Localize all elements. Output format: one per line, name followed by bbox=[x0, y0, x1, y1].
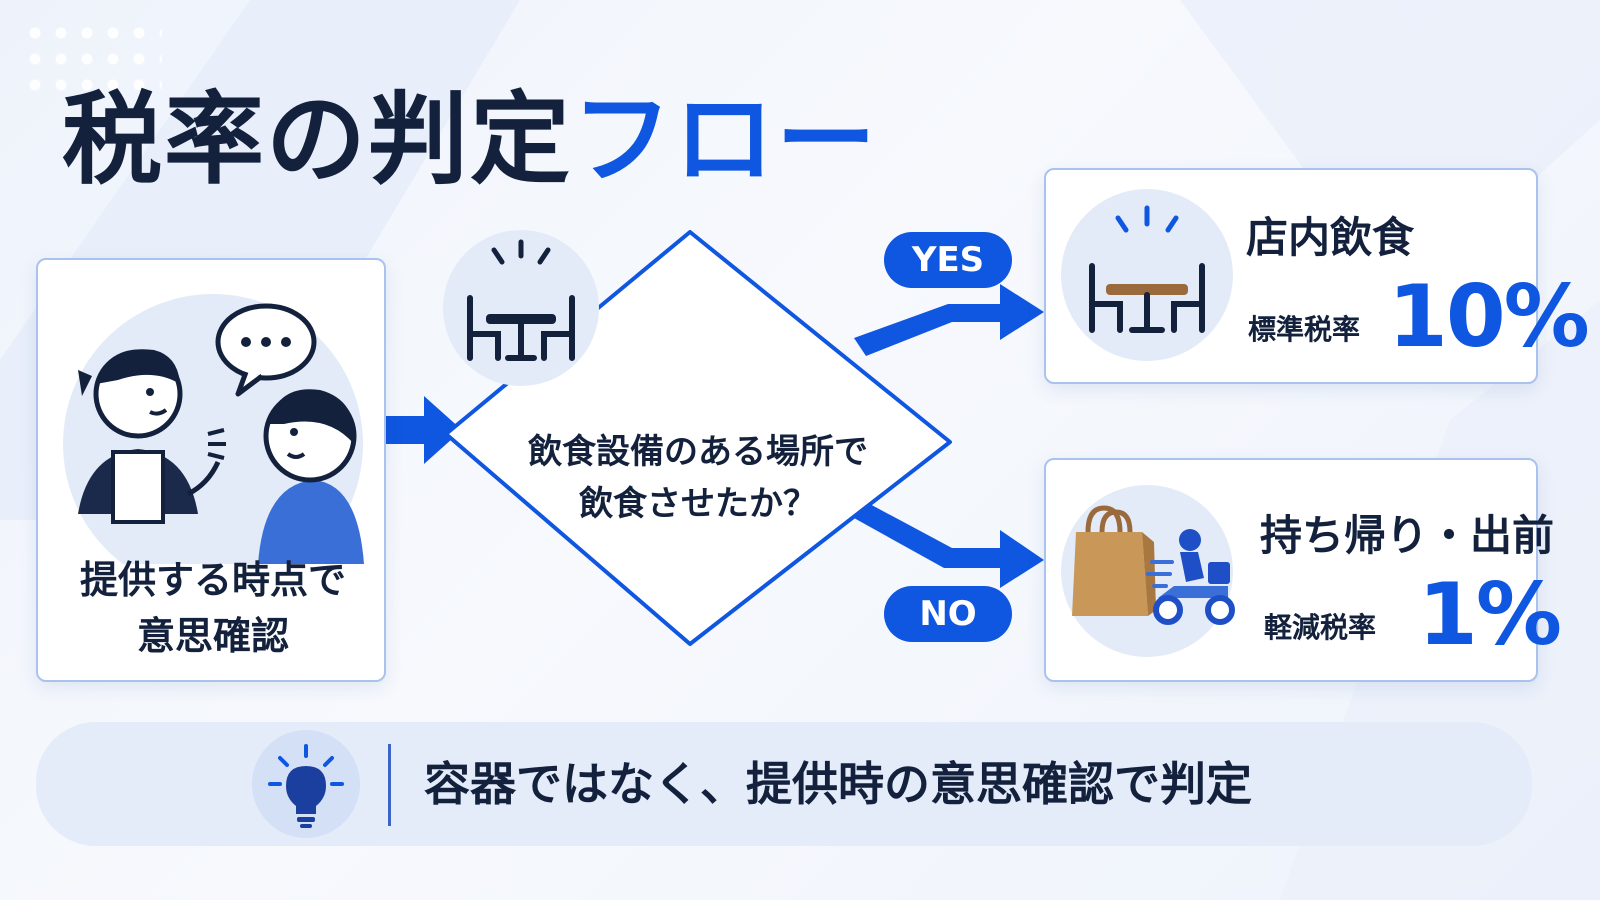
no-label: NO bbox=[884, 586, 1012, 642]
title-accent: フロー bbox=[572, 81, 878, 198]
result-card-dine-in: 店内飲食 標準税率 10% bbox=[1044, 168, 1590, 384]
footer-text: 容器ではなく、提供時の意思確認で判定 bbox=[424, 757, 1252, 811]
decision-question: 飲食設備のある場所で 飲食させたか？ bbox=[440, 426, 956, 530]
result-title-dine-in: 店内飲食 bbox=[1246, 213, 1415, 262]
rate-value-reduced: 1% bbox=[1418, 565, 1562, 665]
result-title-takeout: 持ち帰り・出前 bbox=[1260, 511, 1555, 560]
question-line-1: 飲食設備のある場所で bbox=[528, 432, 868, 472]
footer-divider bbox=[388, 744, 391, 826]
conversation-illustration bbox=[63, 294, 364, 564]
decision-node: 飲食設備のある場所で 飲食させたか？ bbox=[440, 228, 956, 648]
rate-value-standard: 10% bbox=[1388, 267, 1590, 367]
takeout-delivery-icon bbox=[1061, 485, 1235, 657]
rate-label-reduced: 軽減税率 bbox=[1264, 611, 1377, 644]
start-caption: 提供する時点で 意思確認 bbox=[38, 552, 388, 664]
arrow-no bbox=[854, 502, 1044, 588]
dining-table-icon bbox=[1061, 189, 1233, 361]
title-main: 税率の判定 bbox=[62, 81, 572, 198]
start-line-1: 提供する時点で bbox=[79, 558, 346, 602]
start-line-2: 意思確認 bbox=[136, 614, 289, 658]
question-line-2: 飲食させたか？ bbox=[579, 484, 817, 524]
lightbulb-icon bbox=[252, 730, 360, 838]
dot-pattern bbox=[22, 20, 162, 100]
footer-note: 容器ではなく、提供時の意思確認で判定 bbox=[36, 722, 1532, 846]
speech-bubble-icon bbox=[215, 303, 317, 397]
result-card-takeout: 持ち帰り・出前 軽減税率 1% bbox=[1044, 458, 1562, 682]
page-title: 税率の判定フロー bbox=[62, 90, 878, 190]
dining-table-icon bbox=[443, 230, 599, 386]
arrow-start-to-decision bbox=[386, 396, 462, 464]
start-card: 提供する時点で 意思確認 bbox=[36, 258, 386, 682]
customer-person-icon bbox=[258, 389, 364, 564]
arrow-yes bbox=[854, 284, 1044, 356]
yes-label: YES bbox=[884, 232, 1012, 288]
rate-label-standard: 標準税率 bbox=[1248, 313, 1361, 346]
staff-person-icon bbox=[78, 349, 226, 524]
